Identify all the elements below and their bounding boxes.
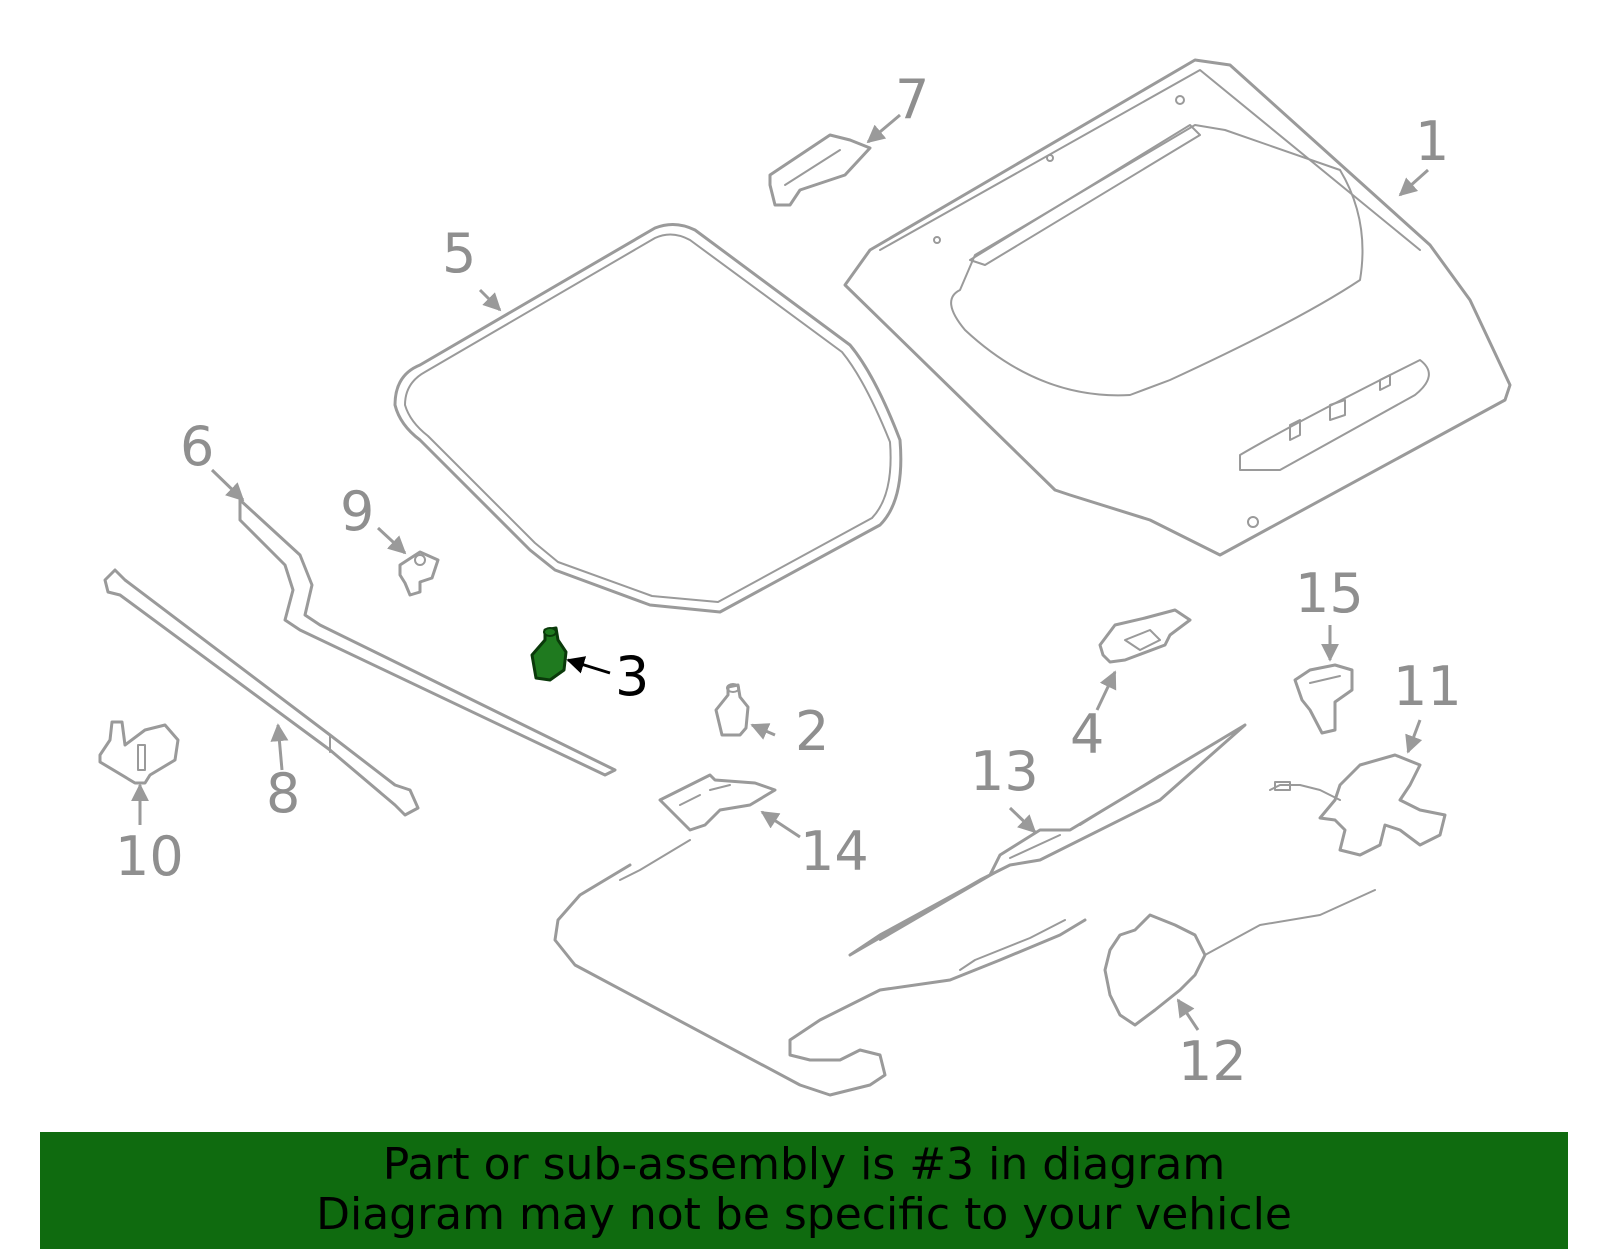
part-4-bracket — [1098, 608, 1192, 664]
part-9-clip — [398, 550, 440, 597]
callout-11: 11 — [1393, 655, 1462, 718]
part-6-weatherstrip — [238, 498, 617, 777]
part-10-bracket — [98, 720, 180, 785]
leader-8 — [270, 723, 289, 771]
leader-11 — [1405, 719, 1423, 754]
leader-1 — [1398, 168, 1429, 197]
part-12-actuator-cables — [553, 839, 1376, 1097]
leader-lines — [131, 113, 1429, 1031]
part-13-trim-strip — [848, 723, 1247, 957]
callout-8: 8 — [266, 762, 300, 825]
part-8-gas-strut — [103, 568, 420, 817]
part-3-bumper-highlighted — [530, 626, 568, 682]
callout-2: 2 — [795, 700, 829, 763]
callout-4: 4 — [1070, 703, 1104, 766]
leader-4 — [1095, 670, 1117, 711]
part-1-liftgate — [843, 58, 1512, 557]
callout-6: 6 — [180, 415, 214, 478]
leader-3 — [566, 656, 611, 675]
banner-line-1: Part or sub-assembly is #3 in diagram — [382, 1139, 1226, 1190]
part-15-striker — [1293, 663, 1354, 735]
part-11-latch — [1269, 753, 1447, 857]
leader-7 — [866, 113, 901, 144]
part-5-glass-seal — [393, 223, 903, 614]
leader-13 — [1008, 806, 1037, 834]
callout-5: 5 — [442, 222, 476, 285]
leader-5 — [478, 288, 502, 312]
callout-15: 15 — [1295, 562, 1364, 625]
leader-12 — [1176, 998, 1200, 1031]
part-7-bracket — [768, 133, 872, 207]
callout-7: 7 — [895, 68, 929, 131]
banner-line-2: Diagram may not be specific to your vehi… — [316, 1189, 1292, 1240]
callout-numbers: 1 2 3 4 5 6 7 8 9 10 11 12 13 14 15 — [115, 68, 1462, 1093]
leader-9 — [376, 526, 407, 555]
callout-1: 1 — [1415, 110, 1449, 173]
leader-6 — [210, 468, 245, 502]
part-14-switch — [658, 773, 777, 832]
info-banner: Part or sub-assembly is #3 in diagram Di… — [40, 1132, 1568, 1249]
callout-9: 9 — [340, 480, 374, 543]
leader-14 — [760, 810, 801, 839]
callout-10: 10 — [115, 825, 184, 888]
leader-2 — [750, 723, 776, 740]
callout-14: 14 — [800, 820, 869, 883]
callout-3-highlighted: 3 — [615, 645, 649, 708]
callout-12: 12 — [1178, 1030, 1247, 1093]
part-2-bumper — [714, 683, 750, 737]
callout-13: 13 — [970, 740, 1039, 803]
